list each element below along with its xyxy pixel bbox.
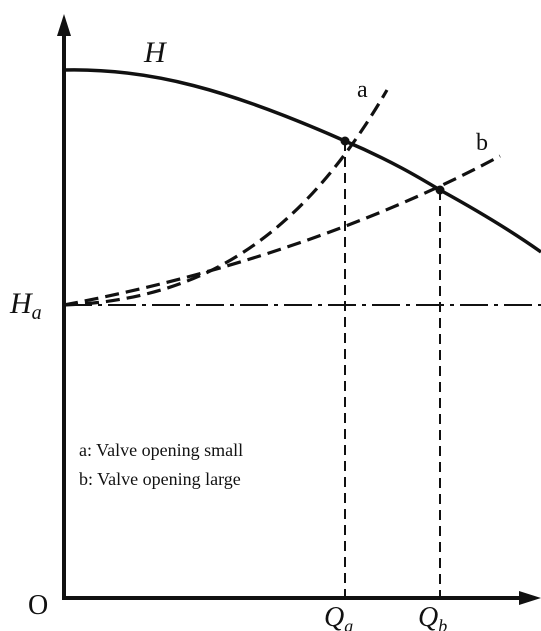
qb-label: Qb <box>418 602 447 631</box>
y-axis-arrow <box>57 14 71 36</box>
operating-point-a <box>340 136 350 146</box>
y-label-ha: Ha <box>9 287 42 324</box>
origin-label: O <box>28 590 48 621</box>
system-curve-a <box>63 89 389 307</box>
system-curve-b <box>63 154 501 307</box>
qa-label: Qa <box>324 602 353 631</box>
legend-item-a: a: Valve opening small <box>79 440 243 460</box>
legend-item-b: b: Valve opening large <box>79 469 241 489</box>
curve-b-label: b <box>476 130 488 156</box>
curve-a-label: a <box>357 77 368 103</box>
curve-h-label: H <box>143 36 168 69</box>
operating-point-b <box>435 185 445 195</box>
pump-curve-h <box>63 68 541 254</box>
x-axis-arrow <box>519 591 541 605</box>
